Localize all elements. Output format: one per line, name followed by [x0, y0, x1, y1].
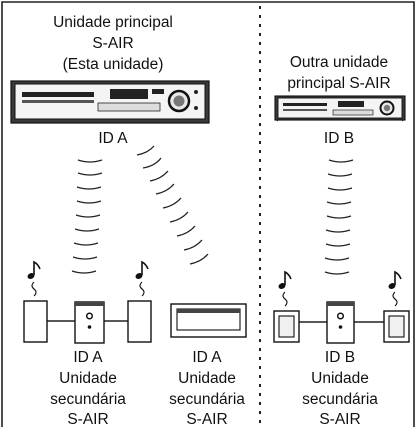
main-id-right: ID B	[324, 130, 354, 147]
sub-unit-label-right: ID B Unidade secundária S-AIR	[302, 349, 378, 427]
label-line: ID A	[192, 349, 222, 366]
label-line: S-AIR	[67, 411, 108, 427]
main-id-left: ID A	[98, 130, 128, 147]
speaker-icon	[23, 300, 48, 343]
sub-unit-label-2: ID A Unidade secundária S-AIR	[169, 349, 245, 427]
speaker-icon	[383, 310, 410, 343]
wireless-signal-icon	[136, 145, 209, 265]
music-note-icon	[27, 260, 41, 297]
label-line: S-AIR	[92, 35, 133, 52]
music-note-icon	[278, 270, 292, 307]
speaker-icon	[74, 301, 105, 344]
label-line: (Esta unidade)	[63, 56, 164, 73]
speaker-icon	[273, 310, 300, 343]
speaker-icon	[127, 300, 152, 343]
label-line: Unidade	[178, 370, 236, 387]
label-line: S-AIR	[319, 411, 360, 427]
label-line: secundária	[302, 391, 378, 408]
wireless-signal-icon	[71, 159, 103, 274]
label-line: Unidade	[59, 370, 117, 387]
label-line: secundária	[50, 391, 126, 408]
label-line: secundária	[169, 391, 245, 408]
main-unit-label-left: Unidade principal S-AIR (Esta unidade)	[53, 14, 173, 73]
label-line: ID A	[73, 349, 103, 366]
main-unit-label-right: Outra unidade principal S-AIR	[287, 54, 390, 92]
label-line: S-AIR	[186, 411, 227, 427]
sub-unit-label-1: ID A Unidade secundária S-AIR	[50, 349, 126, 427]
av-receiver-icon	[274, 95, 406, 122]
surround-amplifier-icon	[170, 303, 247, 338]
label-line: Unidade principal	[53, 14, 173, 31]
speaker-icon	[326, 301, 355, 344]
label-line: Unidade	[311, 370, 369, 387]
av-receiver-icon	[10, 80, 210, 124]
music-note-icon	[135, 260, 149, 297]
label-line: Outra unidade	[290, 54, 388, 71]
label-line: principal S-AIR	[287, 75, 390, 92]
wireless-signal-icon	[324, 159, 354, 275]
label-line: ID B	[325, 349, 355, 366]
music-note-icon	[388, 270, 402, 307]
